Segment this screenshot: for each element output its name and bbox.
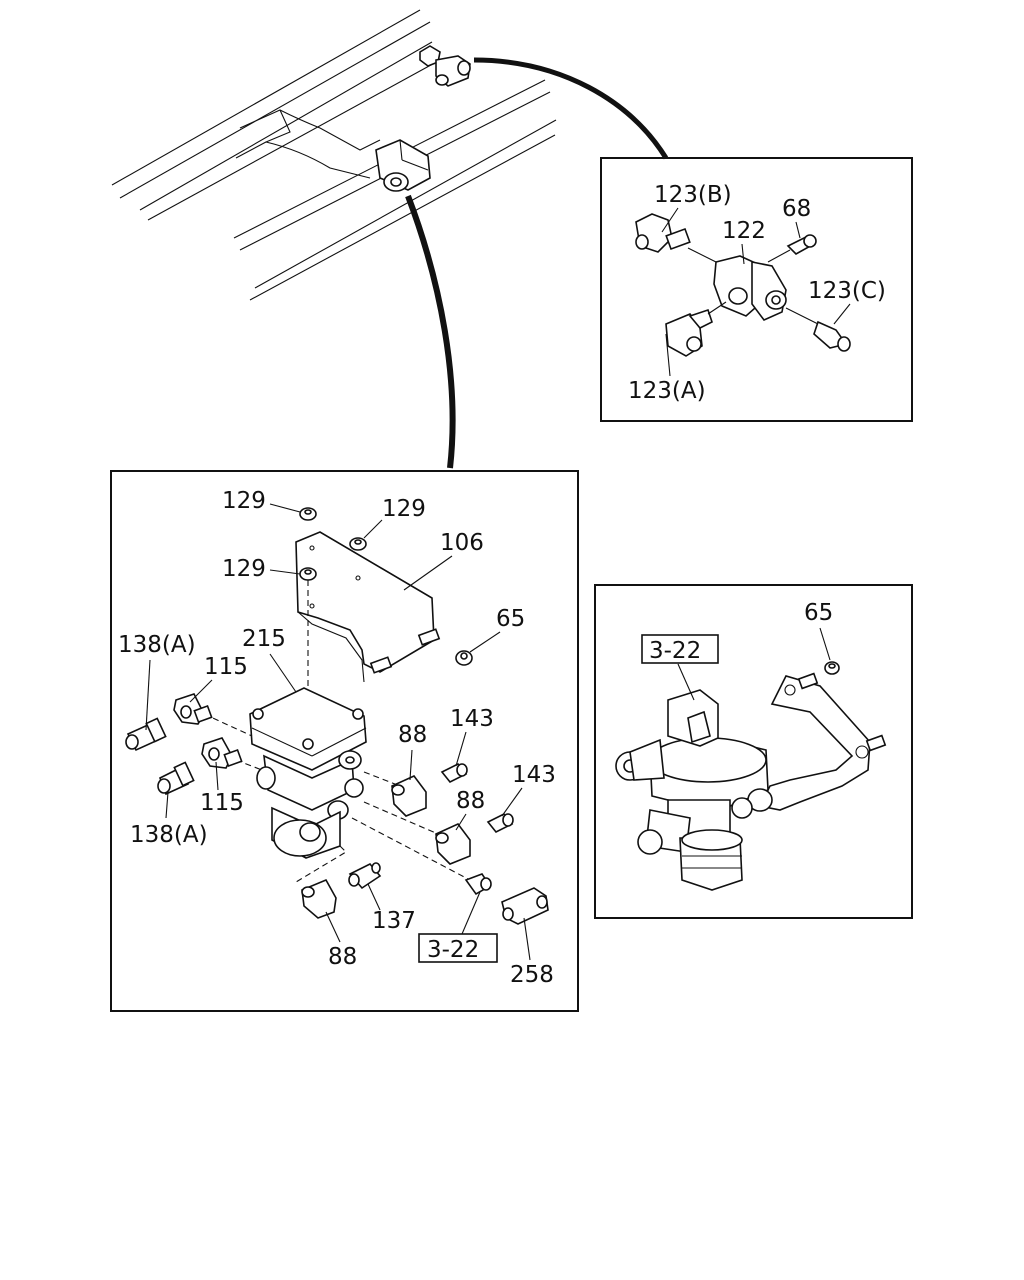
leader-123b — [661, 207, 679, 233]
fitting-137 — [348, 862, 382, 890]
elbow-88-b — [435, 823, 471, 865]
label-143-b: 143 — [512, 762, 556, 788]
nut-65-main — [455, 650, 473, 666]
fitting-322-main — [464, 873, 492, 896]
label-129-b: 129 — [382, 496, 426, 522]
leader-138a-top — [145, 659, 151, 731]
nut-65-right — [824, 661, 840, 675]
label-215: 215 — [242, 626, 286, 652]
axis-line-115-top — [203, 713, 253, 737]
label-123a: 123(A) — [628, 378, 706, 404]
elbow-88-a — [391, 775, 427, 817]
leader-322-right — [677, 663, 695, 701]
frame-mounted-valve — [375, 139, 431, 192]
label-106: 106 — [440, 530, 484, 556]
leader-115-top — [189, 679, 213, 703]
label-88-a: 88 — [398, 722, 427, 748]
frame-tee-fitting — [419, 45, 471, 87]
detail-box-top — [600, 157, 913, 422]
detail-box-right — [594, 584, 913, 919]
fitting-143-a — [440, 762, 468, 784]
axis-line-68 — [767, 249, 791, 263]
fitting-138a-bot — [157, 761, 195, 796]
label-115-bot: 115 — [200, 790, 244, 816]
label-258: 258 — [510, 962, 554, 988]
label-143-a: 143 — [450, 706, 494, 732]
fitting-143-b — [486, 812, 514, 834]
label-137: 137 — [372, 908, 416, 934]
leader-129-b — [363, 519, 383, 539]
label-115-top: 115 — [204, 654, 248, 680]
leader-322-main — [461, 891, 481, 935]
bolt-68 — [786, 234, 817, 255]
elbow-fitting-123a — [665, 308, 713, 357]
axis-line-88a — [363, 771, 401, 787]
ref-box-322-main[interactable] — [418, 933, 498, 963]
leader-88-c — [325, 911, 341, 943]
detail-box-main — [110, 470, 579, 1012]
leader-68 — [795, 221, 801, 239]
axis-line-88c — [295, 845, 347, 883]
ref-label-322-main[interactable]: 3-22 — [427, 937, 479, 963]
leader-122 — [741, 243, 745, 265]
nut-129-c — [299, 567, 317, 581]
leader-137 — [367, 883, 381, 911]
leader-215 — [269, 653, 297, 693]
nut-129-b — [349, 537, 367, 551]
nut-129-a — [299, 507, 317, 521]
leader-143-a — [455, 731, 467, 767]
tee-fitting-123b — [635, 213, 691, 253]
valve-body-122 — [713, 255, 787, 321]
leader-65-right — [819, 627, 831, 661]
leader-129-a — [269, 503, 301, 513]
label-88-b: 88 — [456, 788, 485, 814]
leader-115-bot — [215, 761, 219, 791]
label-138a-top: 138(A) — [118, 632, 196, 658]
leader-88-a — [409, 749, 413, 781]
bracket-106 — [295, 531, 435, 683]
chassis-frame-overview — [111, 9, 557, 301]
label-123b: 123(B) — [654, 182, 732, 208]
leader-138a-bot — [165, 791, 169, 819]
elbow-88-c — [301, 878, 337, 919]
label-88-c: 88 — [328, 944, 357, 970]
leader-123c — [833, 303, 851, 325]
axis-line-123a — [707, 301, 727, 315]
leader-123a — [665, 333, 671, 377]
leader-curve-top — [473, 57, 669, 160]
label-129-a: 129 — [222, 488, 266, 514]
axis-line-123b — [687, 247, 717, 263]
label-123c: 123(C) — [808, 278, 886, 304]
fitting-123c — [813, 320, 851, 352]
assembled-valve-view — [615, 672, 887, 891]
relay-valve-215 — [249, 687, 367, 859]
bracket-studs — [369, 628, 441, 674]
fitting-138a-top — [125, 717, 167, 752]
label-65-right: 65 — [804, 600, 833, 626]
axis-line-322 — [351, 817, 471, 881]
ref-box-322-right[interactable] — [641, 634, 719, 664]
label-65-main: 65 — [496, 606, 525, 632]
leader-258 — [523, 917, 531, 961]
axis-line-123c — [785, 307, 819, 325]
leader-88-b — [455, 813, 467, 831]
leader-curve-main — [405, 194, 456, 469]
ref-label-322-right[interactable]: 3-22 — [649, 638, 701, 664]
label-129-c: 129 — [222, 556, 266, 582]
tee-fitting-258 — [501, 887, 549, 925]
leader-143-b — [501, 787, 523, 817]
axis-line-88b — [363, 801, 439, 835]
label-122: 122 — [722, 218, 766, 244]
elbow-115-bot — [201, 737, 243, 769]
leader-65-main — [469, 631, 501, 653]
elbow-115-top — [173, 693, 213, 725]
leader-129-c — [269, 569, 301, 575]
label-68: 68 — [782, 196, 811, 222]
label-138a-bot: 138(A) — [130, 822, 208, 848]
leader-106 — [403, 555, 453, 591]
